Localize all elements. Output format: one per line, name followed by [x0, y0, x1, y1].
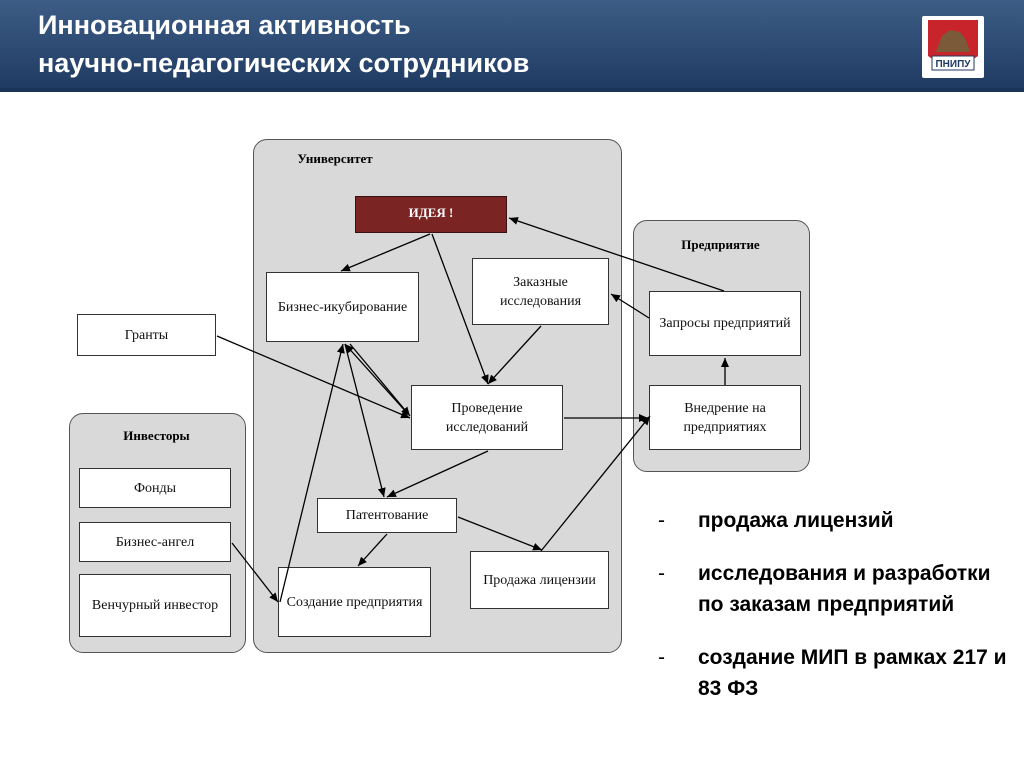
arrow-research-to-incubation — [344, 343, 409, 415]
arrow-grants-to-research — [216, 335, 411, 419]
venture-investor-node: Венчурный инвестор — [79, 574, 231, 637]
funds-node: Фонды — [79, 468, 231, 508]
bullet-dash: - — [658, 562, 665, 585]
arrow-research-to-patenting — [386, 450, 489, 498]
title-bar — [0, 0, 1024, 90]
arrow-requests-to-idea — [508, 217, 725, 292]
arrow-incubation-to-research — [349, 343, 411, 417]
arrow-requests-to-custom-research — [610, 293, 650, 319]
arrow-license-sale-to-implementation — [540, 415, 651, 552]
arrow-idea-to-incubation — [340, 233, 431, 272]
implementation-node: Внедрение на предприятиях — [649, 385, 801, 450]
bullet-text: исследования и разработки по заказам пре… — [698, 562, 991, 616]
grants-node: Гранты — [77, 314, 216, 356]
create-enterprise-node: Создание предприятия — [278, 567, 431, 637]
university-label: Университет — [297, 151, 373, 166]
arrow-idea-to-research — [431, 233, 489, 385]
custom-research-node: Заказные исследования — [472, 258, 609, 325]
slide-title-line-1: Инновационная активность — [38, 10, 411, 40]
arrow-custom-research-to-research — [487, 325, 542, 385]
bullet-dash: - — [658, 509, 665, 532]
idea-node: ИДЕЯ ! — [355, 196, 507, 233]
investors-label: Инвесторы — [123, 428, 190, 443]
business-incubation-node: Бизнес-икубирование — [266, 272, 419, 342]
research-node: Проведение исследований — [411, 385, 563, 450]
university-logo: ПНИПУ — [922, 16, 984, 78]
enterprise-requests-node: Запросы предприятий — [649, 291, 801, 356]
arrow-patenting-to-create-enterprise — [357, 533, 388, 567]
arrow-create-enterprise-to-incubation — [279, 343, 345, 603]
slide-title-line-2: научно-педагогических сотрудников — [38, 48, 530, 78]
arrow-patenting-to-license-sale — [457, 516, 543, 551]
bullet-item: - исследования и разработки по заказам п… — [656, 558, 1016, 620]
bullet-item: - продажа лицензий — [656, 505, 1016, 536]
patenting-node: Патентование — [317, 498, 457, 533]
license-sale-node: Продажа лицензии — [470, 551, 609, 609]
arrow-investors-to-create-enterprise — [231, 542, 279, 603]
slide-title: Инновационная активность научно-педагоги… — [38, 6, 529, 82]
bullet-text: создание МИП в рамках 217 и 83 ФЗ — [698, 646, 1007, 700]
bullet-item: - создание МИП в рамках 217 и 83 ФЗ — [656, 642, 1016, 704]
logo-text: ПНИПУ — [935, 59, 971, 70]
title-bar-underline — [0, 88, 1024, 92]
enterprise-label: Предприятие — [681, 237, 760, 252]
business-angel-node: Бизнес-ангел — [79, 522, 231, 562]
arrow-incubation-to-patenting — [344, 343, 386, 498]
bullet-dash: - — [658, 646, 665, 669]
bullet-text: продажа лицензий — [698, 509, 894, 532]
bullet-list: - продажа лицензий - исследования и разр… — [656, 505, 1016, 726]
